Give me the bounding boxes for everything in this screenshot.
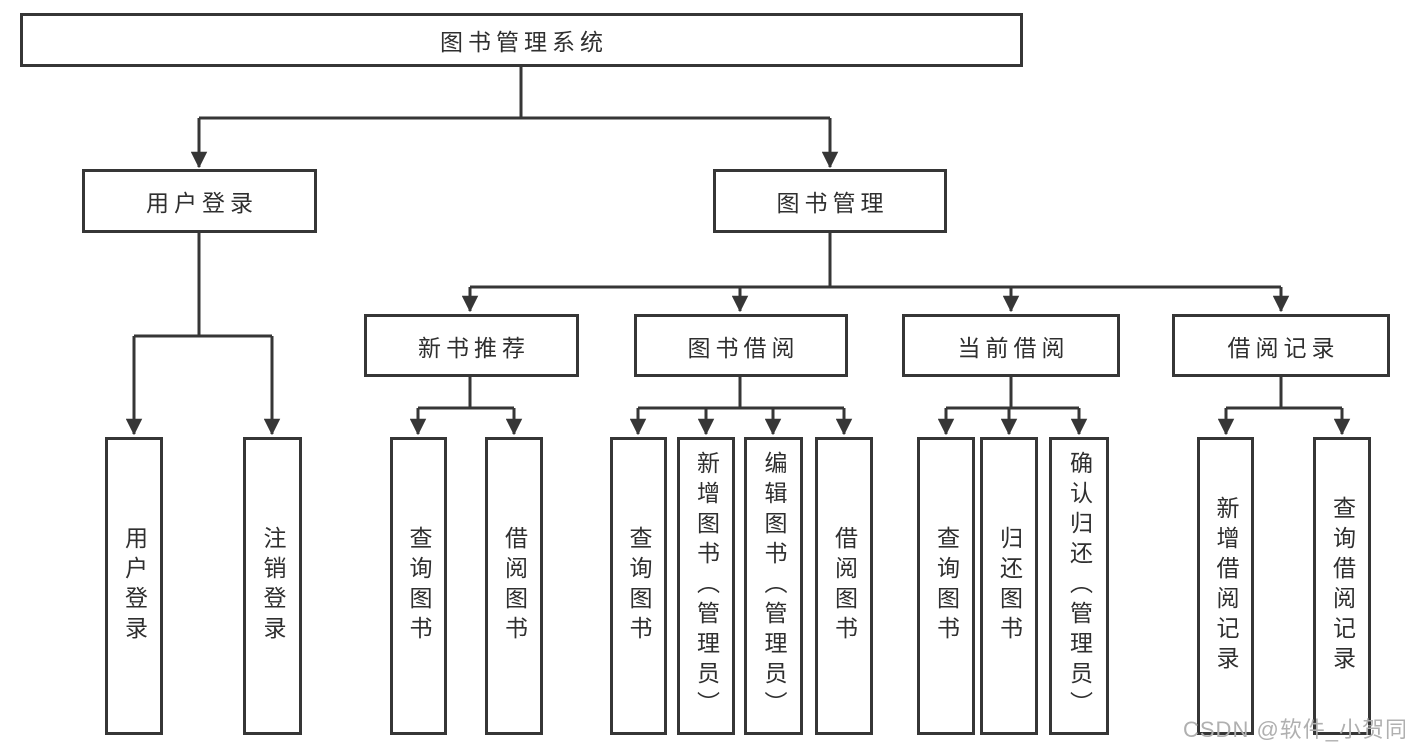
node-current-borrow: 当前借阅 bbox=[902, 314, 1120, 377]
leaf-confirm-return-admin: 确认归还（管理员） bbox=[1049, 437, 1109, 735]
leaf-user-login: 用户登录 bbox=[105, 437, 163, 735]
node-book-management: 图书管理 bbox=[713, 169, 947, 233]
leaf-query-books-recommend: 查询图书 bbox=[390, 437, 447, 735]
leaf-query-books-current: 查询图书 bbox=[917, 437, 975, 735]
leaf-borrow-books-recommend: 借阅图书 bbox=[485, 437, 543, 735]
node-book-borrow: 图书借阅 bbox=[634, 314, 848, 377]
leaf-edit-book-admin: 编辑图书（管理员） bbox=[744, 437, 803, 735]
leaf-borrow-books: 借阅图书 bbox=[815, 437, 873, 735]
root-node: 图书管理系统 bbox=[20, 13, 1023, 67]
node-new-book-recommend: 新书推荐 bbox=[364, 314, 579, 377]
leaf-add-book-admin: 新增图书（管理员） bbox=[677, 437, 735, 735]
leaf-query-books-borrow: 查询图书 bbox=[610, 437, 667, 735]
csdn-watermark: CSDN @软件_小贺同学 bbox=[1183, 717, 1405, 742]
leaf-add-borrow-record: 新增借阅记录 bbox=[1197, 437, 1254, 735]
node-user-login: 用户登录 bbox=[82, 169, 317, 233]
leaf-return-book: 归还图书 bbox=[980, 437, 1038, 735]
node-borrow-records: 借阅记录 bbox=[1172, 314, 1390, 377]
leaf-query-borrow-record: 查询借阅记录 bbox=[1313, 437, 1371, 735]
leaf-logout: 注销登录 bbox=[243, 437, 302, 735]
